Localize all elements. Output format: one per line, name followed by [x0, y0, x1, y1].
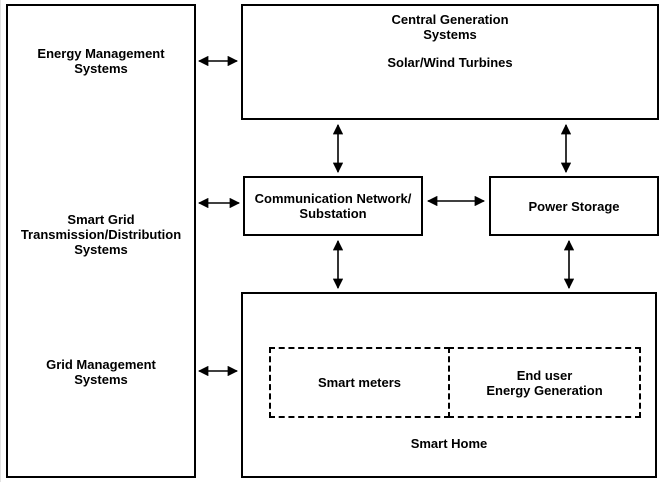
- power-storage-label: Power Storage: [528, 198, 620, 214]
- smart-grid-transmission-distribution-label: Smart Grid Transmission/Distribution Sys…: [20, 212, 182, 257]
- smart-meters-box: Smart meters: [269, 347, 450, 418]
- solar-wind-turbines-label: Solar/Wind Turbines: [387, 55, 513, 70]
- smart-home-box: Smart meters End user Energy Generation …: [241, 292, 657, 478]
- left-panel-box: Energy Management Systems Smart Grid Tra…: [6, 4, 196, 478]
- communication-network-label: Communication Network/ Substation: [254, 191, 412, 221]
- central-generation-box: Central Generation Systems Solar/Wind Tu…: [241, 4, 659, 120]
- power-storage-box: Power Storage: [489, 176, 659, 236]
- grid-management-systems-label: Grid Management Systems: [46, 357, 156, 387]
- end-user-energy-generation-box: End user Energy Generation: [448, 347, 641, 418]
- communication-network-box: Communication Network/ Substation: [243, 176, 423, 236]
- energy-management-systems-label: Energy Management Systems: [37, 46, 165, 76]
- end-user-energy-generation-label: End user Energy Generation: [486, 367, 603, 398]
- central-generation-title: Central Generation Systems: [391, 12, 509, 42]
- smart-home-label: Smart Home: [410, 436, 488, 451]
- smart-meters-label: Smart meters: [317, 375, 402, 390]
